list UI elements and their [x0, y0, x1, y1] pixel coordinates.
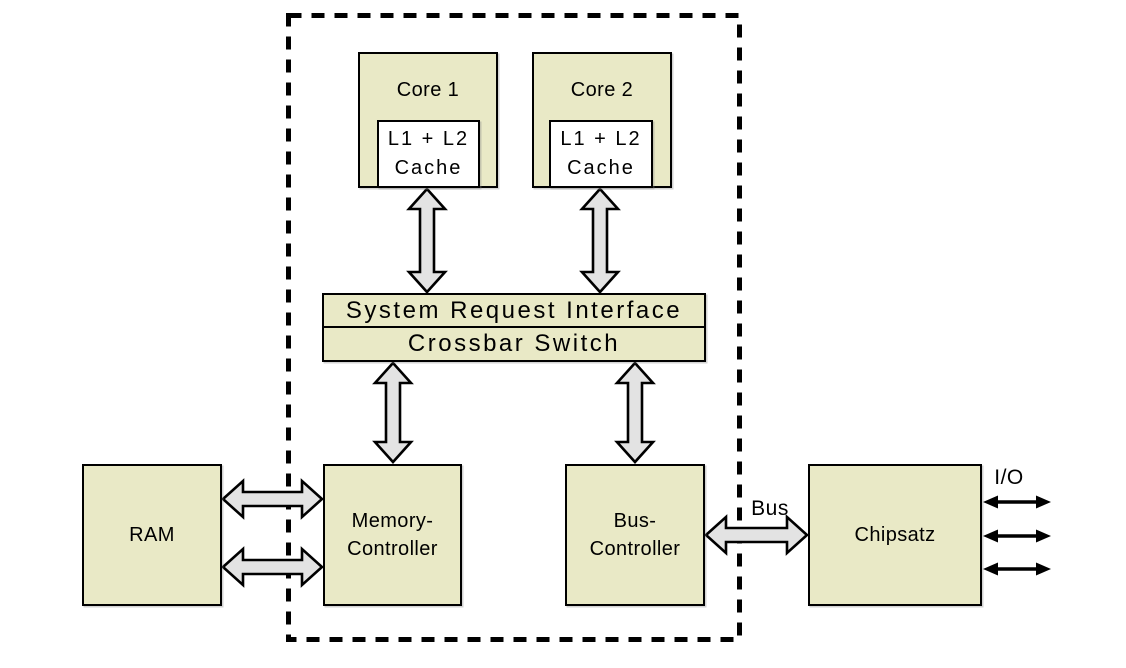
cache2-line2: Cache	[567, 157, 635, 179]
core2-label: Core 2	[570, 79, 634, 101]
io-label: I/O	[994, 466, 1024, 489]
cache2-line1: L1 + L2	[560, 128, 642, 150]
crossbar-switch-label: Crossbar Switch	[407, 330, 621, 357]
cpu-package-dashed-border	[286, 13, 742, 642]
ram-label: RAM	[129, 524, 175, 546]
memory-controller-box: Memory- Controller	[323, 464, 462, 606]
chipsatz-label: Chipsatz	[854, 524, 936, 546]
ram-memory-arrow-lower	[221, 546, 324, 588]
bus-controller-line1: Bus-	[613, 510, 657, 532]
bus-label: Bus	[751, 497, 789, 520]
ram-box: RAM	[82, 464, 222, 606]
chipsatz-box: Chipsatz	[808, 464, 982, 606]
cache2-box: L1 + L2 Cache	[549, 120, 653, 188]
cache1-box: L1 + L2 Cache	[377, 120, 480, 188]
system-request-interface-label: System Request Interface	[345, 296, 683, 324]
bus-arrow	[704, 514, 809, 556]
cache1-line1: L1 + L2	[387, 128, 470, 150]
system-request-interface-box: System Request Interface	[322, 293, 706, 328]
bus-controller-line2: Controller	[589, 538, 681, 560]
crossbar-bus-controller-arrow	[614, 361, 656, 464]
memory-controller-line1: Memory-	[351, 510, 434, 532]
crossbar-memory-controller-arrow	[372, 361, 414, 464]
bus-controller-box: Bus- Controller	[565, 464, 705, 606]
cache2-sri-arrow	[579, 187, 621, 294]
io-arrow-2	[983, 529, 1051, 543]
io-arrow-3	[983, 562, 1051, 576]
crossbar-switch-box: Crossbar Switch	[322, 328, 706, 362]
core1-label: Core 1	[396, 79, 460, 101]
ram-memory-arrow-upper	[221, 478, 324, 520]
cache1-sri-arrow	[406, 187, 448, 294]
cache1-line2: Cache	[394, 157, 463, 179]
io-arrow-1	[983, 495, 1051, 509]
memory-controller-line2: Controller	[347, 538, 438, 560]
